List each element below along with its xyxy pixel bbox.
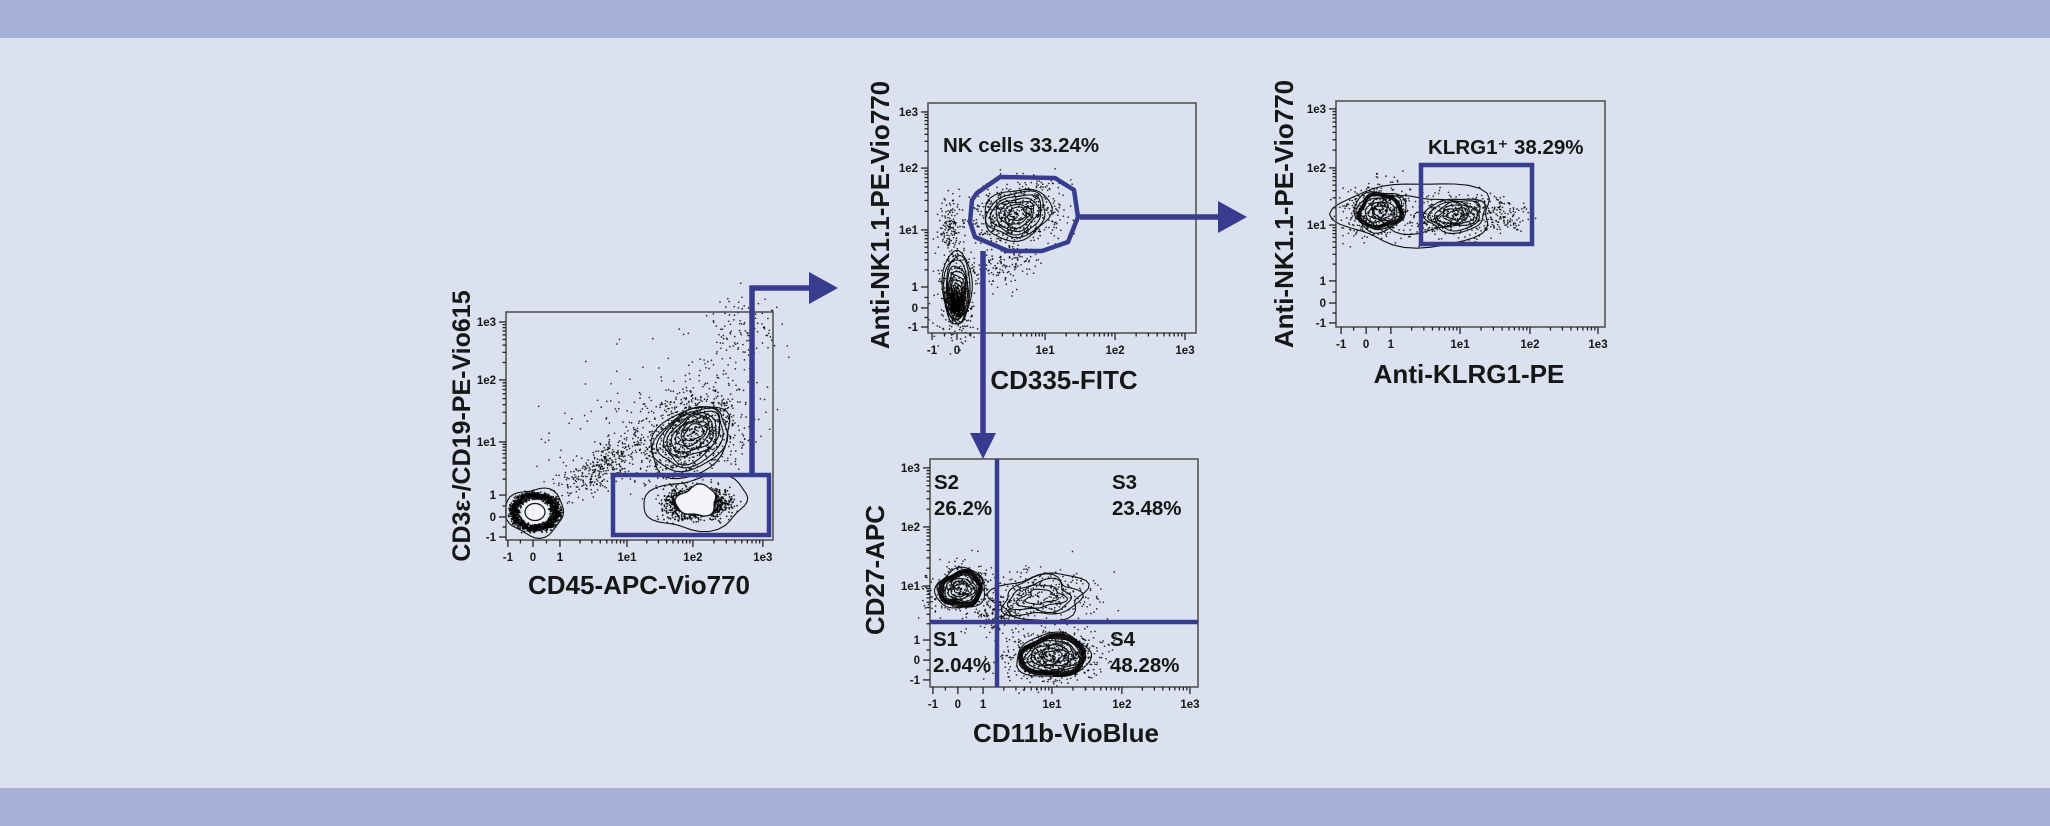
arrow-cd45-gate-to-nk-plot [749, 272, 838, 475]
plot-klrg1-vs-nk11-x-axis-title: Anti-KLRG1-PE [1374, 359, 1565, 389]
gate-klrg1-positive [1418, 162, 1535, 247]
bottom-decoration-band [0, 788, 2050, 826]
plot-cd11b-vs-cd27-frame [929, 458, 1199, 688]
svg-text:1e3: 1e3 [477, 317, 496, 329]
arrow-nk-gate-to-klrg1-plot [1080, 201, 1247, 233]
gate-nk-cells [967, 174, 1081, 254]
plot-cd45-vs-cd3cd19-x-tick-labels: -1 0 1 1e1 1e2 1e3 [503, 552, 773, 564]
arrow-nk-gate-to-maturation-plot-head [970, 433, 996, 459]
s2-quadrant-pct: 26.2% [934, 497, 992, 520]
svg-text:1e1: 1e1 [477, 437, 497, 449]
svg-text:0: 0 [490, 512, 496, 524]
klrg1-gate-label: KLRG1⁺ 38.29% [1428, 136, 1584, 159]
plot-cd45-vs-cd3cd19: -1 0 1 1e1 1e2 1e3 1e3 1e2 1e1 1 0 -1CD45-APC-Vio77… [448, 282, 790, 600]
nk-cells-gate-label: NK cells 33.24% [943, 134, 1099, 157]
svg-text:-1: -1 [503, 552, 514, 564]
plot-cd335-vs-nk11-y-axis-title: Anti-NK1.1-PE-Vio770 [865, 81, 895, 349]
plot-klrg1-vs-nk11-frame [1335, 100, 1606, 328]
top-decoration-band [0, 0, 2050, 38]
s1-quadrant-pct: 2.04% [933, 654, 991, 677]
plot-cd45-vs-cd3cd19-x-axis-title: CD45-APC-Vio770 [528, 570, 750, 600]
svg-text:0: 0 [530, 552, 536, 564]
plot-klrg1-vs-nk11-populations [1328, 170, 1537, 249]
svg-text:1: 1 [490, 490, 497, 502]
s4-quadrant-pct: 48.28% [1110, 654, 1180, 677]
plot-cd11b-vs-cd27-y-axis-title: CD27-APC [860, 505, 890, 635]
arrow-nk-gate-to-maturation-plot [970, 251, 996, 459]
plot-cd45-vs-cd3cd19-frame [505, 311, 774, 541]
plot-cd11b-vs-cd27-populations [917, 549, 1120, 694]
plot-cd335-vs-nk11-populations [928, 167, 1077, 355]
svg-text:1: 1 [557, 552, 564, 564]
s2-quadrant-label: S2 [934, 471, 959, 494]
plot-cd11b-vs-cd27-x-axis-title: CD11b-VioBlue [973, 718, 1159, 748]
s3-quadrant-pct: 23.48% [1112, 497, 1182, 520]
svg-text:1e3: 1e3 [753, 552, 772, 564]
plot-cd45-vs-cd3cd19-y-axis-title: CD3ε-/CD19-PE-Vio615 [448, 290, 476, 561]
arrow-nk-gate-to-klrg1-plot-head [1218, 201, 1247, 233]
plot-cd335-vs-nk11-x-axis-title: CD335-FITC [990, 365, 1138, 395]
plot-cd45-vs-cd3cd19-populations [505, 282, 790, 539]
s1-quadrant-label: S1 [933, 628, 958, 651]
svg-text:-1: -1 [486, 532, 497, 544]
plot-klrg1-vs-nk11-y-axis-title: Anti-NK1.1-PE-Vio770 [1269, 80, 1299, 348]
svg-text:1e2: 1e2 [477, 375, 496, 387]
svg-text:1e2: 1e2 [683, 552, 702, 564]
s3-quadrant-label: S3 [1112, 471, 1137, 494]
svg-text:1e1: 1e1 [617, 552, 637, 564]
gate-cd45pos-lineage-neg [610, 472, 772, 538]
s4-quadrant-label: S4 [1110, 628, 1136, 651]
arrow-cd45-gate-to-nk-plot-head [809, 272, 838, 304]
gate-maturation-quadrants [930, 459, 1198, 687]
plot-cd45-vs-cd3cd19-y-tick-labels: 1e3 1e2 1e1 1 0 -1 [477, 317, 497, 544]
